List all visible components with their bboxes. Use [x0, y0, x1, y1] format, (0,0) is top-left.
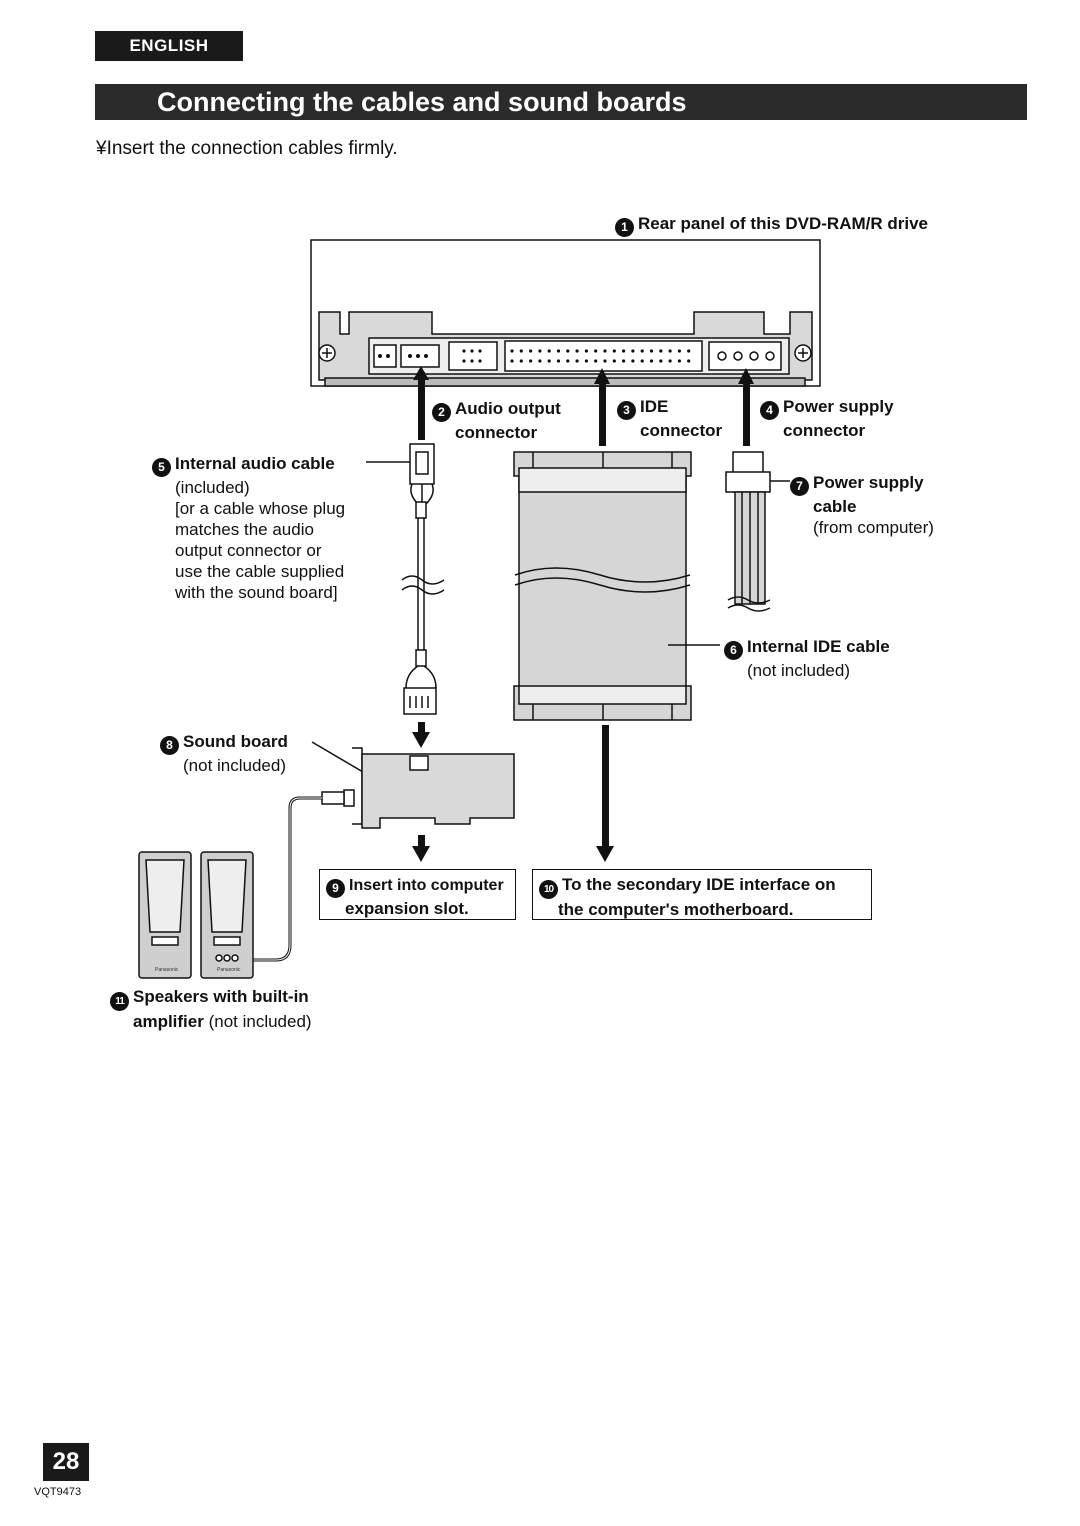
- ide-pin: [594, 359, 598, 363]
- internal-ide-cable: [513, 451, 720, 721]
- sound-board: [252, 741, 515, 962]
- ide-pin: [529, 349, 533, 353]
- ide-pin: [584, 359, 589, 363]
- ide-pin: [612, 349, 616, 353]
- ide-pin: [510, 349, 514, 353]
- ide-pin: [603, 349, 607, 353]
- ide-pin: [547, 359, 551, 363]
- ide-pin: [649, 359, 654, 363]
- page-number: 28: [43, 1443, 89, 1481]
- ide-pin: [575, 359, 579, 363]
- ide-pin: [640, 349, 644, 353]
- drive-rear-panel: [310, 239, 821, 387]
- ide-pin: [510, 359, 514, 363]
- power-supply-cable: [725, 451, 790, 612]
- ide-pin: [556, 349, 561, 353]
- ide-pin: [566, 349, 570, 353]
- ide-pin: [519, 349, 523, 353]
- ide-pin: [668, 359, 672, 363]
- ide-pin: [547, 349, 551, 353]
- ide-pin: [556, 359, 561, 363]
- ide-pin: [566, 359, 570, 363]
- document-code: VQT9473: [34, 1486, 82, 1498]
- connection-diagram: Panasonic Panasonic: [138, 239, 821, 979]
- ide-pin: [584, 349, 589, 353]
- ide-pin: [659, 349, 663, 353]
- ide-pin: [529, 359, 533, 363]
- ide-pin: [612, 359, 616, 363]
- ide-pin: [677, 359, 682, 363]
- ide-pin: [649, 349, 654, 353]
- speaker-brand-right: Panasonic: [217, 967, 241, 973]
- ide-pin: [687, 349, 691, 353]
- ide-pin: [622, 349, 626, 353]
- internal-audio-cable: [366, 443, 445, 715]
- ide-pin: [538, 349, 542, 353]
- ide-pin: [631, 359, 635, 363]
- page-title: Connecting the cables and sound boards: [95, 84, 1027, 120]
- intro-text: ¥Insert the connection cables firmly.: [96, 138, 398, 159]
- ide-pin: [640, 359, 644, 363]
- ide-pin: [687, 359, 691, 363]
- ide-pin: [538, 359, 542, 363]
- speakers: [138, 851, 254, 979]
- ide-pin: [594, 349, 598, 353]
- ide-pin: [575, 349, 579, 353]
- ide-pin: [603, 359, 607, 363]
- ide-pin: [631, 349, 635, 353]
- ide-pin: [659, 359, 663, 363]
- ide-pin: [519, 359, 523, 363]
- ide-pin: [668, 349, 672, 353]
- language-tab: ENGLISH: [95, 31, 243, 61]
- ide-pin: [677, 349, 682, 353]
- speaker-brand-left: Panasonic: [155, 967, 179, 973]
- ide-pin: [622, 359, 626, 363]
